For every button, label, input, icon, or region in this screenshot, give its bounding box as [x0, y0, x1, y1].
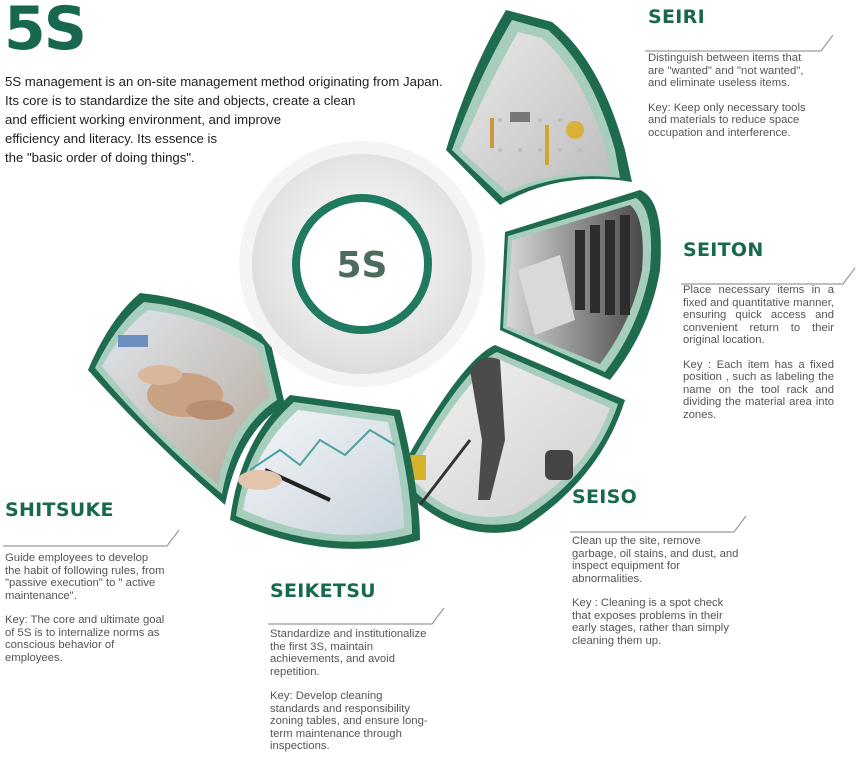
seiri-title: SEIRI: [648, 6, 705, 28]
tool-pegboard-icon: [460, 32, 610, 192]
seiso-title: SEISO: [572, 486, 638, 508]
intro-line: the "basic order of doing things".: [5, 150, 195, 165]
intro-line: Its core is to standardize the site and …: [5, 93, 356, 108]
seiton-text-2: Key : Each item has a fixed position , s…: [683, 358, 834, 421]
seiri-segment: [446, 10, 632, 205]
shitsuke-text-2: Key: The core and ultimate goal of 5S is…: [5, 614, 165, 664]
intro-line: 5S management is an on-site management m…: [5, 74, 443, 89]
seiketsu-title: SEIKETSU: [270, 580, 376, 602]
center-label: 5S: [337, 245, 388, 286]
seiton-divider: [681, 267, 856, 285]
seiketsu-divider: [268, 607, 445, 625]
seiso-segment: [395, 345, 625, 533]
seiton-description: Place necessary items in a fixed and qua…: [683, 284, 834, 433]
seiton-segment: [500, 190, 661, 380]
intro-paragraph: 5S management is an on-site management m…: [5, 72, 445, 167]
seiton-text-1: Place necessary items in a fixed and qua…: [683, 284, 834, 346]
intro-line: efficiency and literacy. Its essence is: [5, 131, 218, 146]
intro-line: and efficient working environment, and i…: [5, 112, 282, 127]
shitsuke-title: SHITSUKE: [5, 499, 114, 521]
shitsuke-description: Guide employees to develop the habit of …: [5, 552, 167, 676]
seiketsu-text-1: Standardize and institutionalize the fir…: [270, 628, 427, 678]
shitsuke-divider: [3, 529, 180, 547]
seiri-text-2: Key: Keep only necessary tools and mater…: [648, 101, 806, 139]
seiso-text-1: Clean up the site, remove garbage, oil s…: [572, 535, 739, 585]
seiso-divider: [570, 515, 747, 533]
seiri-divider: [645, 34, 834, 52]
chart-analysis-icon: [243, 410, 404, 535]
seiso-description: Clean up the site, remove garbage, oil s…: [572, 535, 740, 659]
seiton-title: SEITON: [683, 239, 764, 261]
seiri-text-1: Distinguish between items that are "want…: [648, 52, 804, 89]
seiri-description: Distinguish between items that are "want…: [648, 52, 818, 151]
shitsuke-segment: [88, 293, 285, 505]
seiso-text-2: Key : Cleaning is a spot check that expo…: [572, 597, 729, 647]
center-core: 5S: [239, 141, 485, 387]
shitsuke-text-1: Guide employees to develop the habit of …: [5, 552, 165, 602]
page-title: 5S: [4, 0, 87, 64]
seiketsu-segment: [230, 395, 420, 549]
seiketsu-text-2: Key: Develop cleaning standards and resp…: [270, 690, 428, 752]
seiketsu-description: Standardize and institutionalize the fir…: [270, 628, 435, 765]
